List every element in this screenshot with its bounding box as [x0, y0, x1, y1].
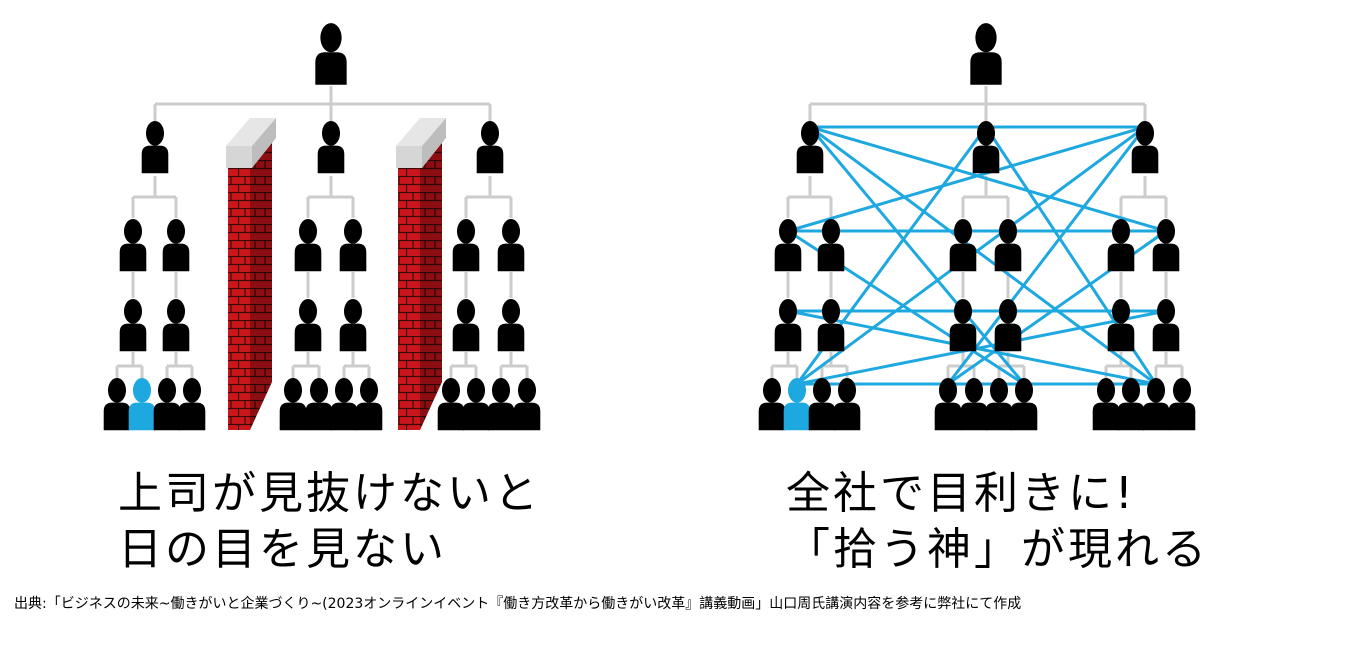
person-icon: [339, 218, 367, 272]
person-icon: [949, 298, 977, 352]
person-icon: [774, 298, 802, 352]
right-caption-line1: 全社で目利きに!: [786, 468, 1136, 519]
person-icon: [1152, 298, 1180, 352]
person-icon: [758, 377, 786, 431]
person-icon: [1107, 218, 1135, 272]
person-icon: [103, 377, 131, 431]
person-icon: [774, 218, 802, 272]
people-group: [103, 23, 1196, 431]
person-icon: [162, 218, 190, 272]
silo-walls: [226, 118, 446, 430]
person-icon: [294, 218, 322, 272]
person-icon: [452, 298, 480, 352]
left-caption-line2: 日の目を見ない: [118, 524, 447, 575]
person-icon: [305, 377, 333, 431]
person-icon: [833, 377, 861, 431]
person-icon: [476, 120, 504, 174]
connection-line: [795, 309, 1168, 386]
person-icon: [452, 218, 480, 272]
person-icon: [279, 377, 307, 431]
person-icon: [796, 120, 824, 174]
right-caption-line2: 「拾う神」が現れる: [786, 524, 1209, 575]
highlighted-person-icon: [783, 377, 811, 431]
person-icon: [970, 23, 1002, 85]
hierarchy-lines: [115, 86, 1184, 380]
person-icon: [1152, 218, 1180, 272]
highlighted-person-icon: [128, 377, 156, 431]
person-icon: [153, 377, 181, 431]
person-icon: [487, 377, 515, 431]
person-icon: [994, 218, 1022, 272]
connection-line: [808, 125, 1026, 386]
person-icon: [294, 298, 322, 352]
brick-wall: [396, 118, 446, 430]
person-icon: [1092, 377, 1120, 431]
person-icon: [355, 377, 383, 431]
person-icon: [1131, 120, 1159, 174]
connection-line: [808, 125, 1168, 233]
person-icon: [985, 377, 1013, 431]
brick-wall: [226, 118, 276, 430]
person-icon: [315, 23, 347, 85]
person-icon: [994, 298, 1022, 352]
person-icon: [437, 377, 465, 431]
left-caption: 上司が見抜けないと 日の目を見ない: [118, 466, 541, 578]
person-icon: [497, 218, 525, 272]
person-icon: [141, 120, 169, 174]
person-icon: [934, 377, 962, 431]
person-icon: [339, 298, 367, 352]
person-icon: [1010, 377, 1038, 431]
person-icon: [808, 377, 836, 431]
person-icon: [162, 298, 190, 352]
person-icon: [1168, 377, 1196, 431]
person-icon: [972, 120, 1000, 174]
person-icon: [178, 377, 206, 431]
right-caption: 全社で目利きに! 「拾う神」が現れる: [786, 466, 1209, 578]
person-icon: [497, 298, 525, 352]
person-icon: [119, 218, 147, 272]
person-icon: [960, 377, 988, 431]
left-caption-line1: 上司が見抜けないと: [118, 468, 541, 519]
connection-line: [946, 125, 1147, 386]
person-icon: [817, 218, 845, 272]
person-icon: [462, 377, 490, 431]
person-icon: [317, 120, 345, 174]
person-icon: [513, 377, 541, 431]
person-icon: [1117, 377, 1145, 431]
connection-line: [808, 125, 1158, 386]
connection-line: [786, 125, 1147, 233]
person-icon: [330, 377, 358, 431]
person-icon: [817, 298, 845, 352]
person-icon: [1142, 377, 1170, 431]
person-icon: [949, 218, 977, 272]
person-icon: [1107, 298, 1135, 352]
source-citation: 出典:「ビジネスの未来~働きがいと企業づくり~(2023オンラインイベント『働き…: [14, 596, 1022, 612]
person-icon: [119, 298, 147, 352]
